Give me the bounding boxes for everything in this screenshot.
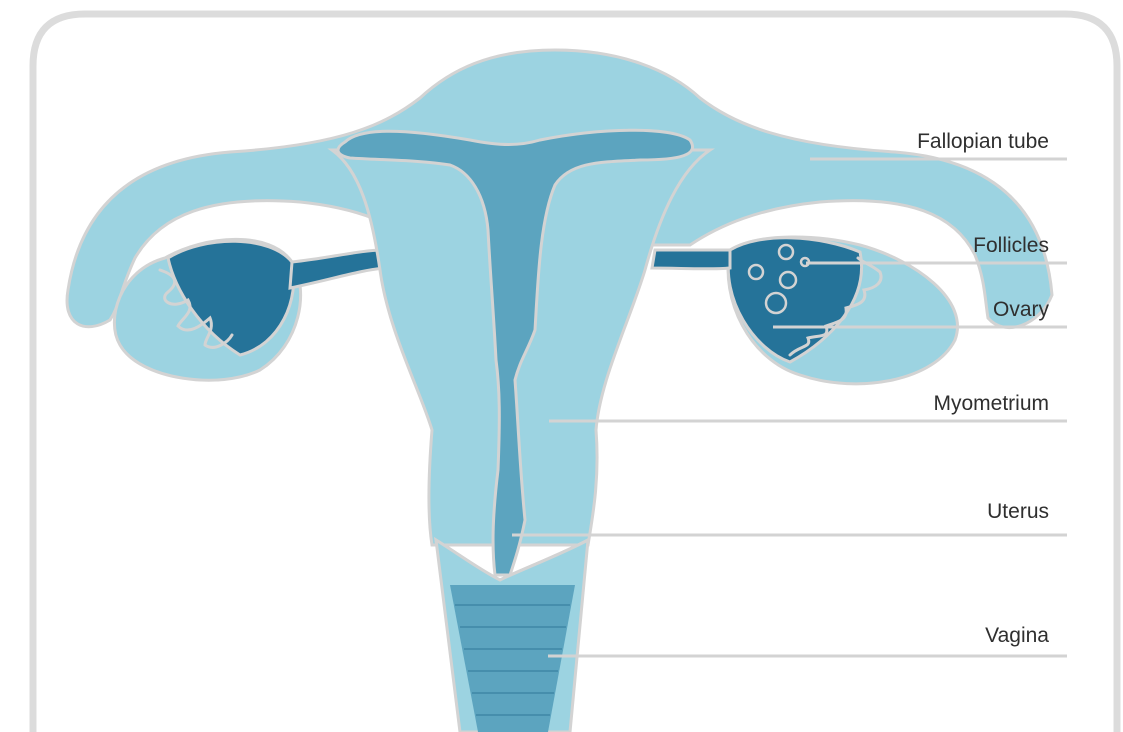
label-uterus: Uterus: [987, 500, 1049, 523]
label-fallopian-tube: Fallopian tube: [917, 130, 1049, 153]
right-ovary: [652, 237, 958, 384]
label-myometrium: Myometrium: [933, 392, 1049, 415]
left-ovary: [114, 239, 385, 380]
right-ovarian-ligament: [652, 250, 730, 269]
label-ovary: Ovary: [993, 298, 1050, 321]
label-follicles: Follicles: [973, 234, 1049, 257]
left-ovarian-ligament: [290, 250, 385, 288]
label-vagina: Vagina: [985, 624, 1049, 647]
